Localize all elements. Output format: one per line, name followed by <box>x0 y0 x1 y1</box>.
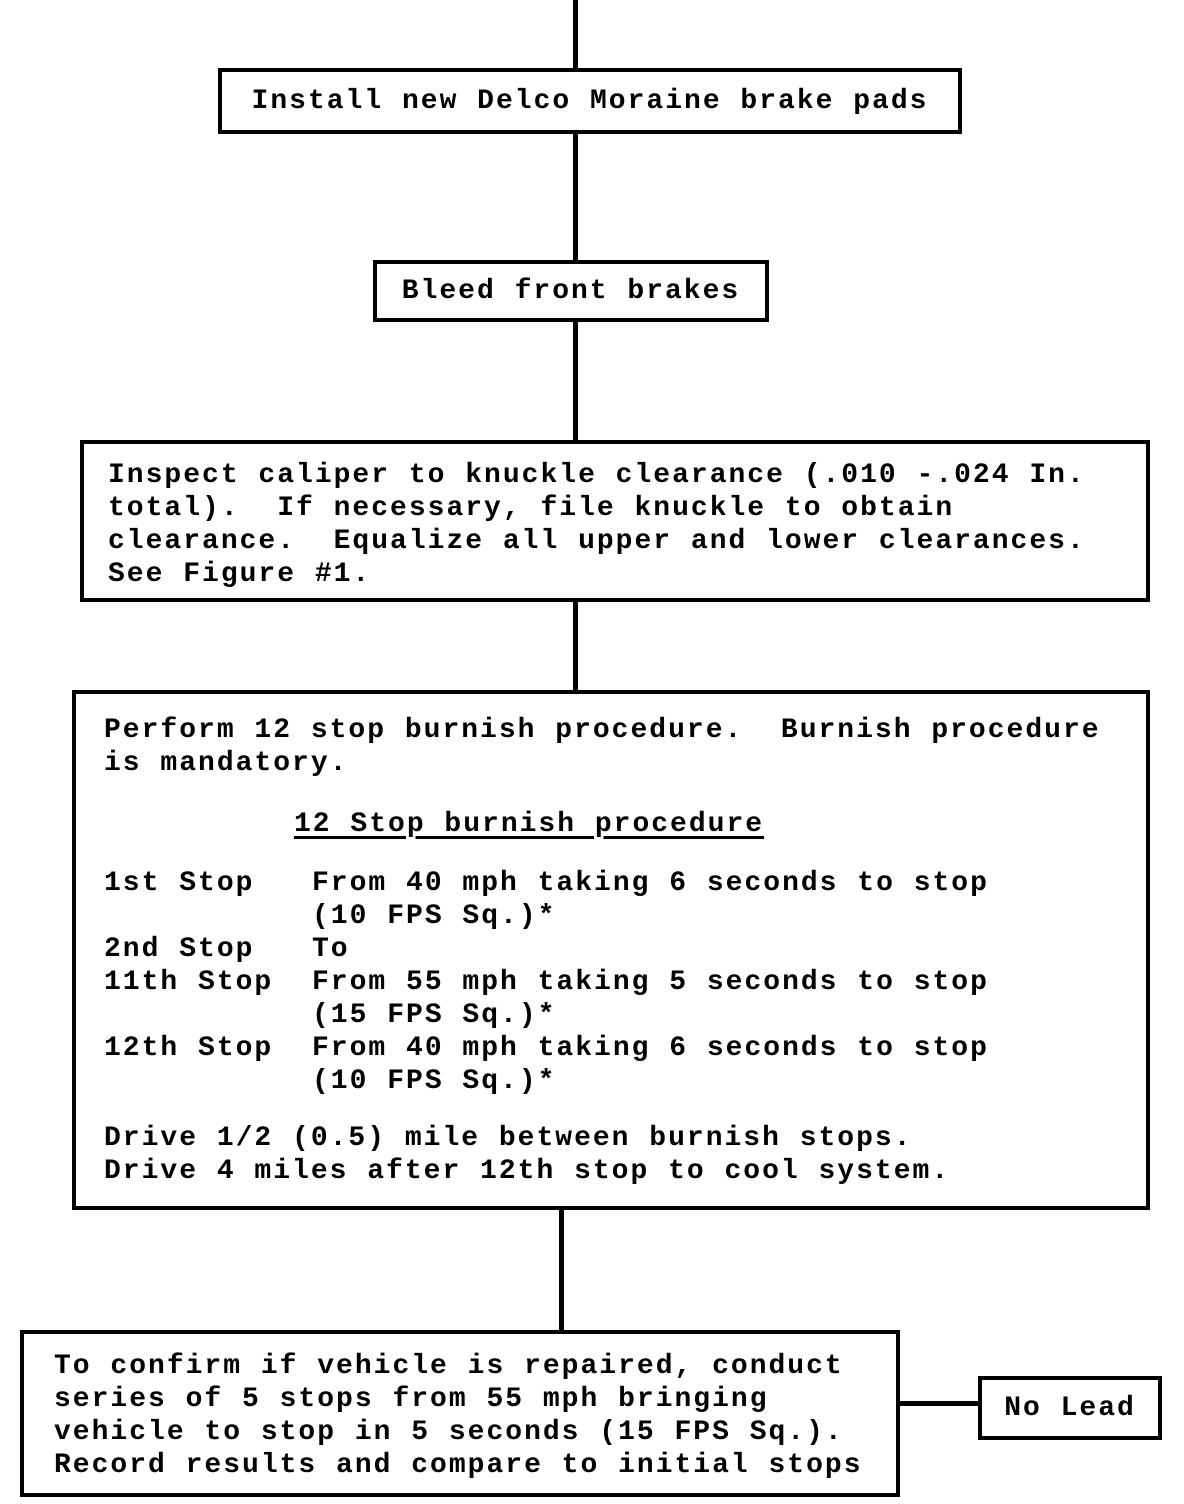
burnish-row-desc: To <box>312 934 350 965</box>
burnish-row-desc: From 40 mph taking 6 seconds to stop (10… <box>312 868 989 932</box>
burnish-row-desc: From 55 mph taking 5 seconds to stop (15… <box>312 967 989 1031</box>
install-pads-text: Install new Delco Moraine brake pads <box>251 85 929 117</box>
connector-install-to-bleed <box>573 134 578 260</box>
connector-top <box>573 0 578 68</box>
connector-confirm-to-nolead <box>898 1401 980 1406</box>
connector-burnish-to-confirm <box>559 1210 564 1330</box>
flow-box-no-lead: No Lead <box>978 1376 1162 1440</box>
burnish-stop-table: 1st Stop From 40 mph taking 6 seconds to… <box>104 867 1132 1098</box>
flow-box-inspect-clearance: Inspect caliper to knuckle clearance (.0… <box>80 440 1150 602</box>
flow-box-confirm-repair: To confirm if vehicle is repaired, condu… <box>20 1330 900 1497</box>
connector-bleed-to-inspect <box>573 322 578 440</box>
flow-box-burnish-procedure: Perform 12 stop burnish procedure. Burni… <box>72 690 1150 1210</box>
bleed-brakes-text: Bleed front brakes <box>401 275 741 307</box>
flow-box-bleed-brakes: Bleed front brakes <box>373 260 769 322</box>
burnish-row-desc: From 40 mph taking 6 seconds to stop (10… <box>312 1033 989 1097</box>
burnish-intro-text: Perform 12 stop burnish procedure. Burni… <box>104 715 1101 779</box>
burnish-heading: 12 Stop burnish procedure <box>294 809 765 840</box>
burnish-row-label: 12th Stop <box>104 1033 274 1064</box>
burnish-row-label: 1st Stop <box>104 868 255 899</box>
burnish-row-label: 11th Stop <box>104 967 274 998</box>
connector-inspect-to-burnish <box>573 602 578 690</box>
no-lead-text: No Lead <box>1004 1392 1136 1424</box>
burnish-footer-text: Drive 1/2 (0.5) mile between burnish sto… <box>104 1123 951 1187</box>
burnish-row-label: 2nd Stop <box>104 934 255 965</box>
flow-box-install-pads: Install new Delco Moraine brake pads <box>218 68 962 134</box>
confirm-repair-text: To confirm if vehicle is repaired, condu… <box>54 1351 863 1481</box>
inspect-clearance-text: Inspect caliper to knuckle clearance (.0… <box>108 460 1086 590</box>
